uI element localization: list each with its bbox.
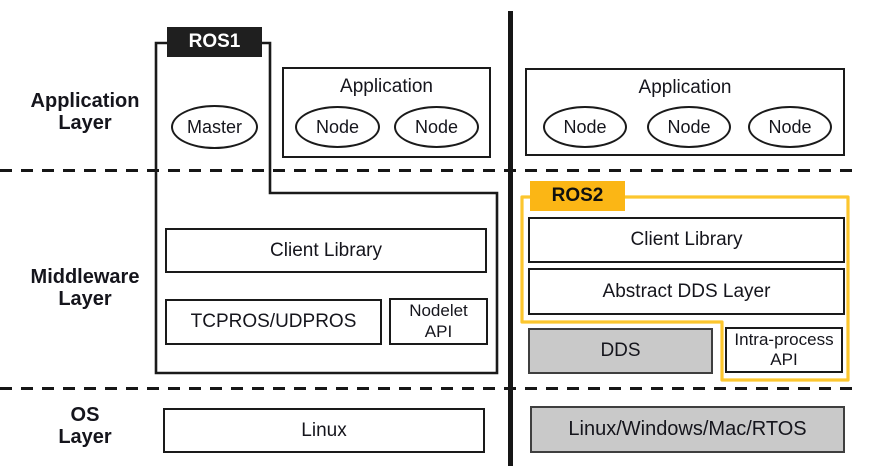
nodelet-api-line1: Nodelet [409, 301, 468, 321]
node-ellipse: Node [748, 106, 832, 148]
master-ellipse: Master [171, 105, 258, 149]
ros1-application-title: Application [340, 76, 433, 97]
node-ellipse: Node [394, 106, 479, 148]
ros2-dds-box: DDS [528, 328, 713, 374]
layer-label-application-line1: Application [30, 90, 140, 112]
layer-label-middleware-line1: Middleware [30, 266, 140, 288]
layer-label-os-line2: Layer [58, 426, 112, 448]
node-ellipse: Node [543, 106, 627, 148]
layer-separator-application-middleware [0, 169, 858, 172]
ros1-transport-box: TCPROS/UDPROS [165, 299, 382, 345]
ros2-abstract-dds-box: Abstract DDS Layer [528, 268, 845, 315]
layer-separator-middleware-os [0, 387, 858, 390]
layer-label-application-line2: Layer [58, 112, 112, 134]
ros1-tab: ROS1 [167, 27, 262, 57]
ros2-tab: ROS2 [530, 181, 625, 211]
intra-process-api-line2: API [770, 350, 798, 369]
ros2-os-box: Linux/Windows/Mac/RTOS [530, 406, 845, 453]
node-ellipse: Node [647, 106, 731, 148]
column-divider [508, 11, 513, 466]
intra-process-api-line1: Intra-process [734, 329, 834, 349]
ros1-nodelet-api-box: Nodelet API [389, 298, 488, 345]
nodelet-api-line2: API [424, 321, 453, 341]
ros2-client-library-box: Client Library [528, 217, 845, 263]
layer-label-os: OS Layer [0, 404, 170, 448]
ros2-application-title: Application [638, 77, 732, 98]
layer-label-middleware-line2: Layer [58, 288, 112, 310]
node-ellipse: Node [295, 106, 380, 148]
layer-label-application: Application Layer [0, 90, 170, 134]
layer-label-os-line1: OS [70, 404, 100, 426]
layer-label-middleware: Middleware Layer [0, 266, 170, 310]
ros1-os-box: Linux [163, 408, 485, 453]
ros2-intra-process-api-box: Intra-process API [725, 327, 843, 373]
ros1-client-library-box: Client Library [165, 228, 487, 273]
